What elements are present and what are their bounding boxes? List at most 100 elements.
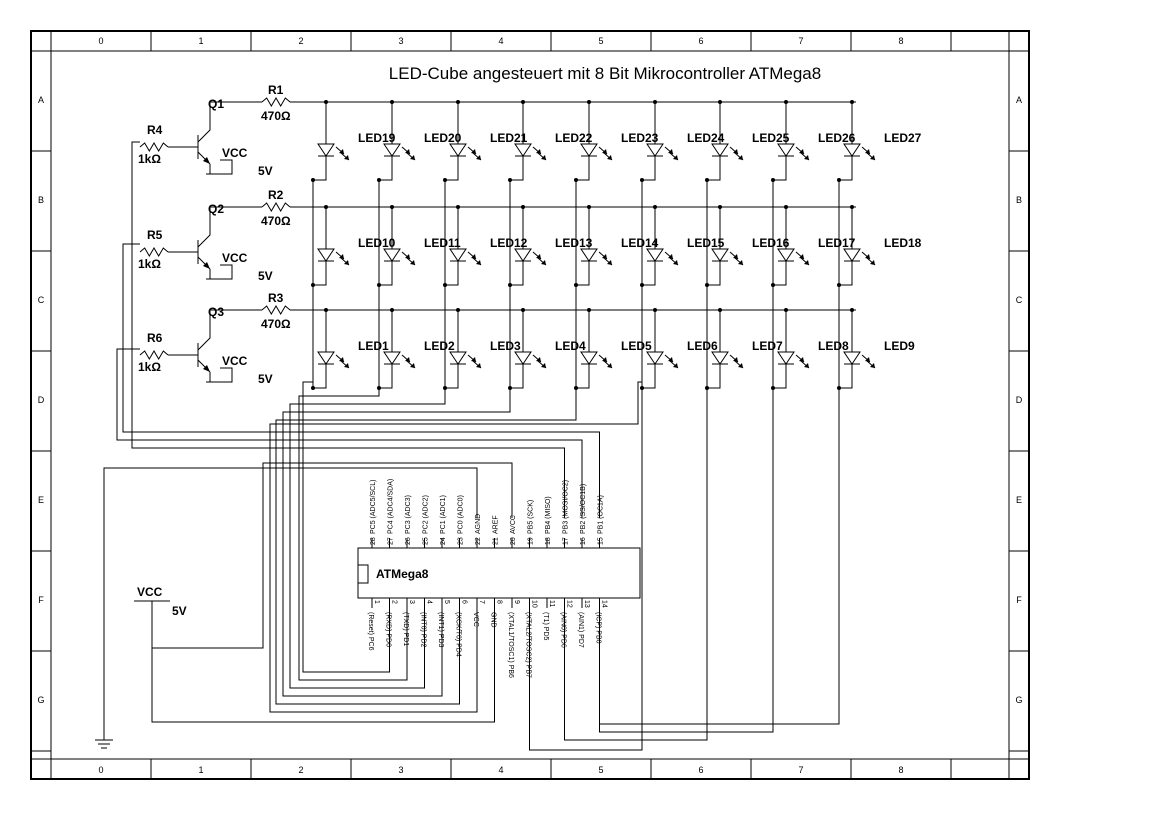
resistor-label: R1: [268, 83, 284, 97]
led-arrowhead: [738, 155, 743, 160]
wire: [576, 261, 590, 286]
junction-dot: [377, 178, 381, 182]
led-label: LED27: [884, 131, 922, 145]
supply-label: VCC: [137, 585, 163, 599]
pin-number: 1: [373, 600, 380, 604]
pin-label: PC0 (ADC0): [458, 495, 465, 534]
led-triangle: [383, 143, 401, 157]
led-arrowhead: [476, 155, 481, 160]
resistor-value: 470Ω: [261, 214, 291, 228]
led-arrowhead: [673, 260, 678, 265]
column-marker: 4: [498, 36, 503, 46]
led-arrowhead: [339, 149, 344, 154]
transistor-q3: [197, 310, 233, 383]
voltage-label: 5V: [258, 269, 273, 283]
led-symbol: [383, 248, 416, 266]
junction-dot: [640, 283, 644, 287]
column-marker: 3: [398, 36, 403, 46]
led-label: LED2: [424, 339, 455, 353]
column-marker: 8: [898, 36, 903, 46]
led-symbol: [777, 351, 810, 369]
led-triangle: [843, 351, 861, 365]
wire: [289, 382, 446, 689]
pin-number: 13: [583, 600, 590, 608]
led-arrowhead: [339, 357, 344, 362]
pin-number: 18: [545, 537, 552, 545]
pin-label: (AIN0) PD6: [560, 612, 567, 648]
pin-number: 6: [461, 600, 468, 604]
led-triangle: [711, 248, 729, 262]
vcc-bracket: [206, 367, 233, 383]
led-symbol: [646, 351, 679, 369]
wire: [599, 388, 840, 725]
pin-number: 7: [478, 600, 485, 604]
pin-label: (INT0) PD2: [420, 612, 427, 648]
resistor: [139, 247, 169, 257]
pin-number: 25: [423, 537, 430, 545]
pin-label: PC5 (ADC5/SCL): [370, 480, 377, 534]
led-arrowhead: [607, 260, 612, 265]
pin-number: 4: [426, 600, 433, 604]
led-symbol: [317, 143, 350, 161]
pin-number: 19: [528, 537, 535, 545]
emitter-arrow: [203, 365, 210, 372]
transistor-collector: [197, 310, 211, 351]
wire: [642, 156, 656, 181]
led-symbol: [580, 248, 613, 266]
led-triangle: [449, 248, 467, 262]
vcc-label: VCC: [222, 146, 248, 160]
led-label: LED22: [555, 131, 593, 145]
led-arrowhead: [405, 357, 410, 362]
led-label: LED9: [884, 339, 915, 353]
pin-number: 10: [531, 600, 538, 608]
junction-dot: [705, 178, 709, 182]
led-arrowhead: [410, 155, 415, 160]
led-arrowhead: [799, 254, 804, 259]
led-arrowhead: [344, 363, 349, 368]
supply-voltage: 5V: [172, 604, 187, 618]
led-symbol: [449, 248, 482, 266]
vcc-label: VCC: [222, 354, 248, 368]
pin-number: 24: [440, 537, 447, 545]
pin-number: 12: [566, 600, 573, 608]
row-marker: C: [1016, 295, 1023, 305]
led-triangle: [777, 248, 795, 262]
led-arrowhead: [541, 363, 546, 368]
wire: [510, 261, 524, 286]
led-label: LED11: [424, 236, 461, 250]
junction-dot: [771, 178, 775, 182]
led-label: LED19: [358, 131, 396, 145]
resistor-value: 470Ω: [261, 109, 291, 123]
pin-label: PC4 (ADC4/SDA): [388, 479, 395, 534]
emitter-arrow: [203, 157, 210, 164]
led-triangle: [514, 351, 532, 365]
led-cube-circuit: [95, 97, 876, 751]
led-label: LED12: [490, 236, 528, 250]
pin-label: (XTAL1/TOSC1) PB6: [507, 612, 514, 678]
led-symbol: [514, 248, 547, 266]
led-arrowhead: [536, 357, 541, 362]
row-marker: A: [38, 95, 44, 105]
transistor-label: Q2: [208, 202, 224, 216]
wire: [269, 381, 642, 713]
led-arrowhead: [738, 363, 743, 368]
wire: [642, 261, 656, 286]
pin-number: 2: [391, 600, 398, 604]
led-symbol: [383, 351, 416, 369]
led-arrowhead: [405, 149, 410, 154]
led-triangle: [317, 248, 335, 262]
led-arrowhead: [541, 260, 546, 265]
led-arrowhead: [870, 155, 875, 160]
led-triangle: [711, 143, 729, 157]
led-label: LED24: [687, 131, 725, 145]
led-label: LED18: [884, 236, 922, 250]
wire: [576, 156, 590, 181]
pin-number: 20: [510, 537, 517, 545]
led-arrowhead: [799, 357, 804, 362]
led-arrowhead: [865, 357, 870, 362]
led-symbol: [514, 143, 547, 161]
resistor: [139, 142, 169, 152]
chip-name: ATMega8: [376, 567, 429, 581]
led-triangle: [711, 351, 729, 365]
